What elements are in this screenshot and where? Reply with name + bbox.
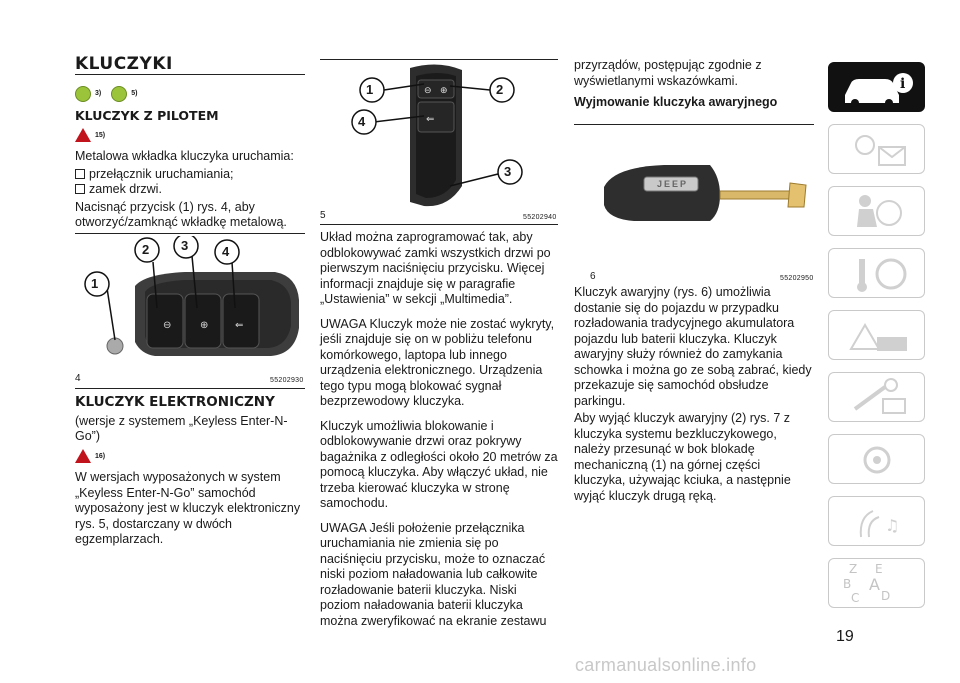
- page-title: KLUCZYKI: [75, 54, 173, 74]
- car-info-icon: i: [845, 73, 913, 107]
- sidebar-tab-service[interactable]: [828, 372, 925, 422]
- figure-5-code: 55202940: [523, 214, 557, 221]
- key-brand-label: JEEP: [657, 179, 689, 189]
- note-ref: 5): [131, 90, 138, 98]
- warning-row: 15): [75, 128, 305, 144]
- warning-ref: 16): [95, 452, 106, 460]
- figure-5-key-image: ⊖ ⊕ ⇐ 1 2 3 4: [320, 62, 558, 208]
- callout-3: 3: [181, 238, 189, 253]
- index-letter: A: [869, 575, 880, 594]
- emergency-key-illustration: [574, 127, 814, 269]
- section-title-emergency-key: Wyjmowanie kluczyka awaryjnego: [574, 95, 778, 109]
- sidebar-tab-car-info[interactable]: i: [828, 62, 925, 112]
- svg-text:⊕: ⊕: [440, 86, 448, 96]
- figure-4-code: 55202930: [270, 377, 304, 384]
- index-letter: C: [851, 591, 860, 605]
- title-rule: [75, 74, 305, 75]
- paragraph: Układ można zaprogramować tak, aby odblo…: [320, 230, 551, 306]
- multimedia-icon: ♫: [859, 510, 899, 538]
- note-ref: 3): [95, 90, 102, 98]
- column-1-body-2: KLUCZYK ELEKTRONICZNY (wersje z systemem…: [75, 394, 305, 557]
- figure-4-key-image: ⊖ ⊕ ⇐ 1 2 3 4: [75, 236, 305, 372]
- sidebar-tab-emergency[interactable]: [828, 310, 925, 360]
- paragraph: W wersjach wyposażonych w system „Keyles…: [75, 470, 301, 546]
- subtitle: (wersje z systemem „Keyless Enter-N-Go”): [75, 413, 288, 444]
- callout-4: 4: [222, 244, 230, 259]
- bullet-item: przełącznik uruchamiania;: [75, 167, 305, 183]
- watermark: carmanualsonline.info: [575, 655, 757, 675]
- page-number: 19: [836, 628, 854, 645]
- column-1-body: 3) 5) KLUCZYK Z PILOTEM 15) Metalowa wkł…: [75, 82, 305, 240]
- svg-text:⇐: ⇐: [235, 320, 243, 331]
- warning-triangle-icon: [75, 128, 91, 143]
- fig5-top-rule: [320, 59, 558, 60]
- index-letter: D: [881, 589, 891, 603]
- paragraph: Metalowa wkładka kluczyka uruchamia:: [75, 149, 294, 163]
- paragraph: Kluczyk umożliwia blokowanie i odblokowy…: [320, 418, 558, 511]
- bullet-item: zamek drzwi.: [75, 182, 305, 198]
- paragraph: UWAGA Kluczyk może nie zostać wykryty, j…: [320, 316, 555, 409]
- column-3-body: przyrządów, postępując zgodnie z wyświet…: [574, 58, 814, 111]
- column-2-body: Układ można zaprogramować tak, aby odblo…: [320, 230, 560, 638]
- column-1: KLUCZYKI: [75, 54, 305, 74]
- steering-start-icon: [857, 258, 907, 292]
- airbag-safety-icon: [857, 195, 902, 227]
- svg-text:⊖: ⊖: [424, 86, 432, 96]
- warning-triangle-icon: [75, 449, 91, 464]
- paragraph: Aby wyjąć kluczyk awaryjny (2) rys. 7 z …: [574, 411, 791, 503]
- figure-4-label: 4: [75, 373, 81, 384]
- section-title-key-remote: KLUCZYK Z PILOTEM: [75, 108, 219, 123]
- svg-text:⇐: ⇐: [426, 114, 434, 125]
- callout-2: 2: [142, 242, 150, 257]
- warning-ref: 15): [95, 131, 106, 139]
- svg-text:⊕: ⊕: [200, 320, 208, 331]
- figure-6-code: 55202950: [780, 275, 814, 282]
- paragraph: przyrządów, postępując zgodnie z wyświet…: [574, 58, 762, 88]
- checkbox-bullet-icon: [75, 184, 85, 194]
- warning-row: 16): [75, 449, 305, 465]
- technical-data-icon: [863, 446, 891, 474]
- fig4-rule: [75, 233, 305, 234]
- sidebar-tab-multimedia[interactable]: ♫: [828, 496, 925, 546]
- paragraph: Kluczyk awaryjny (rys. 6) umożliwia dost…: [574, 285, 812, 408]
- callout-2: 2: [496, 82, 504, 97]
- emergency-icon: [849, 323, 907, 351]
- fig5-bottom-rule: [320, 224, 558, 225]
- callout-4: 4: [358, 114, 366, 129]
- fig6-top-rule: [574, 124, 814, 125]
- icon-refs-row: 3) 5): [75, 86, 305, 102]
- svg-text:i: i: [900, 76, 905, 92]
- callout-1: 1: [366, 82, 374, 97]
- index-letter: Z: [849, 562, 858, 576]
- callout-1: 1: [91, 276, 99, 291]
- sidebar-tab-safety[interactable]: [828, 186, 925, 236]
- svg-text:⊖: ⊖: [163, 320, 171, 331]
- checkbox-bullet-icon: [75, 168, 85, 179]
- column-3-body-2: Kluczyk awaryjny (rys. 6) umożliwia dost…: [574, 285, 814, 513]
- figure-5-label: 5: [320, 210, 326, 221]
- figure-6-key-image: JEEP: [574, 127, 814, 269]
- index-letter: E: [875, 562, 883, 576]
- sidebar-tab-technical[interactable]: [828, 434, 925, 484]
- callout-3: 3: [504, 164, 512, 179]
- fig4-bottom-rule: [75, 388, 305, 389]
- sidebar-tab-starting-driving[interactable]: [828, 248, 925, 298]
- electronic-key-illustration: ⊖ ⊕ ⇐: [320, 62, 558, 208]
- sidebar-tab-dashboard-lights[interactable]: [828, 124, 925, 174]
- info-warning-icon: [75, 86, 91, 102]
- paragraph: UWAGA Jeśli położenie przełącznika uruch…: [320, 520, 547, 628]
- svg-text:♫: ♫: [885, 516, 899, 535]
- service-wrench-icon: [853, 378, 906, 414]
- info-warning-icon: [111, 86, 128, 102]
- sidebar-tab-index[interactable]: Z E B A C D: [828, 558, 925, 608]
- section-title-electronic-key: KLUCZYK ELEKTRONICZNY: [75, 394, 275, 410]
- figure-6-label: 6: [590, 271, 596, 282]
- index-letter: B: [843, 577, 852, 591]
- key-with-remote-illustration: ⊖ ⊕ ⇐: [75, 236, 305, 372]
- dashboard-lights-icon: [855, 135, 906, 166]
- paragraph: Nacisnąć przycisk (1) rys. 4, aby otworz…: [75, 199, 287, 230]
